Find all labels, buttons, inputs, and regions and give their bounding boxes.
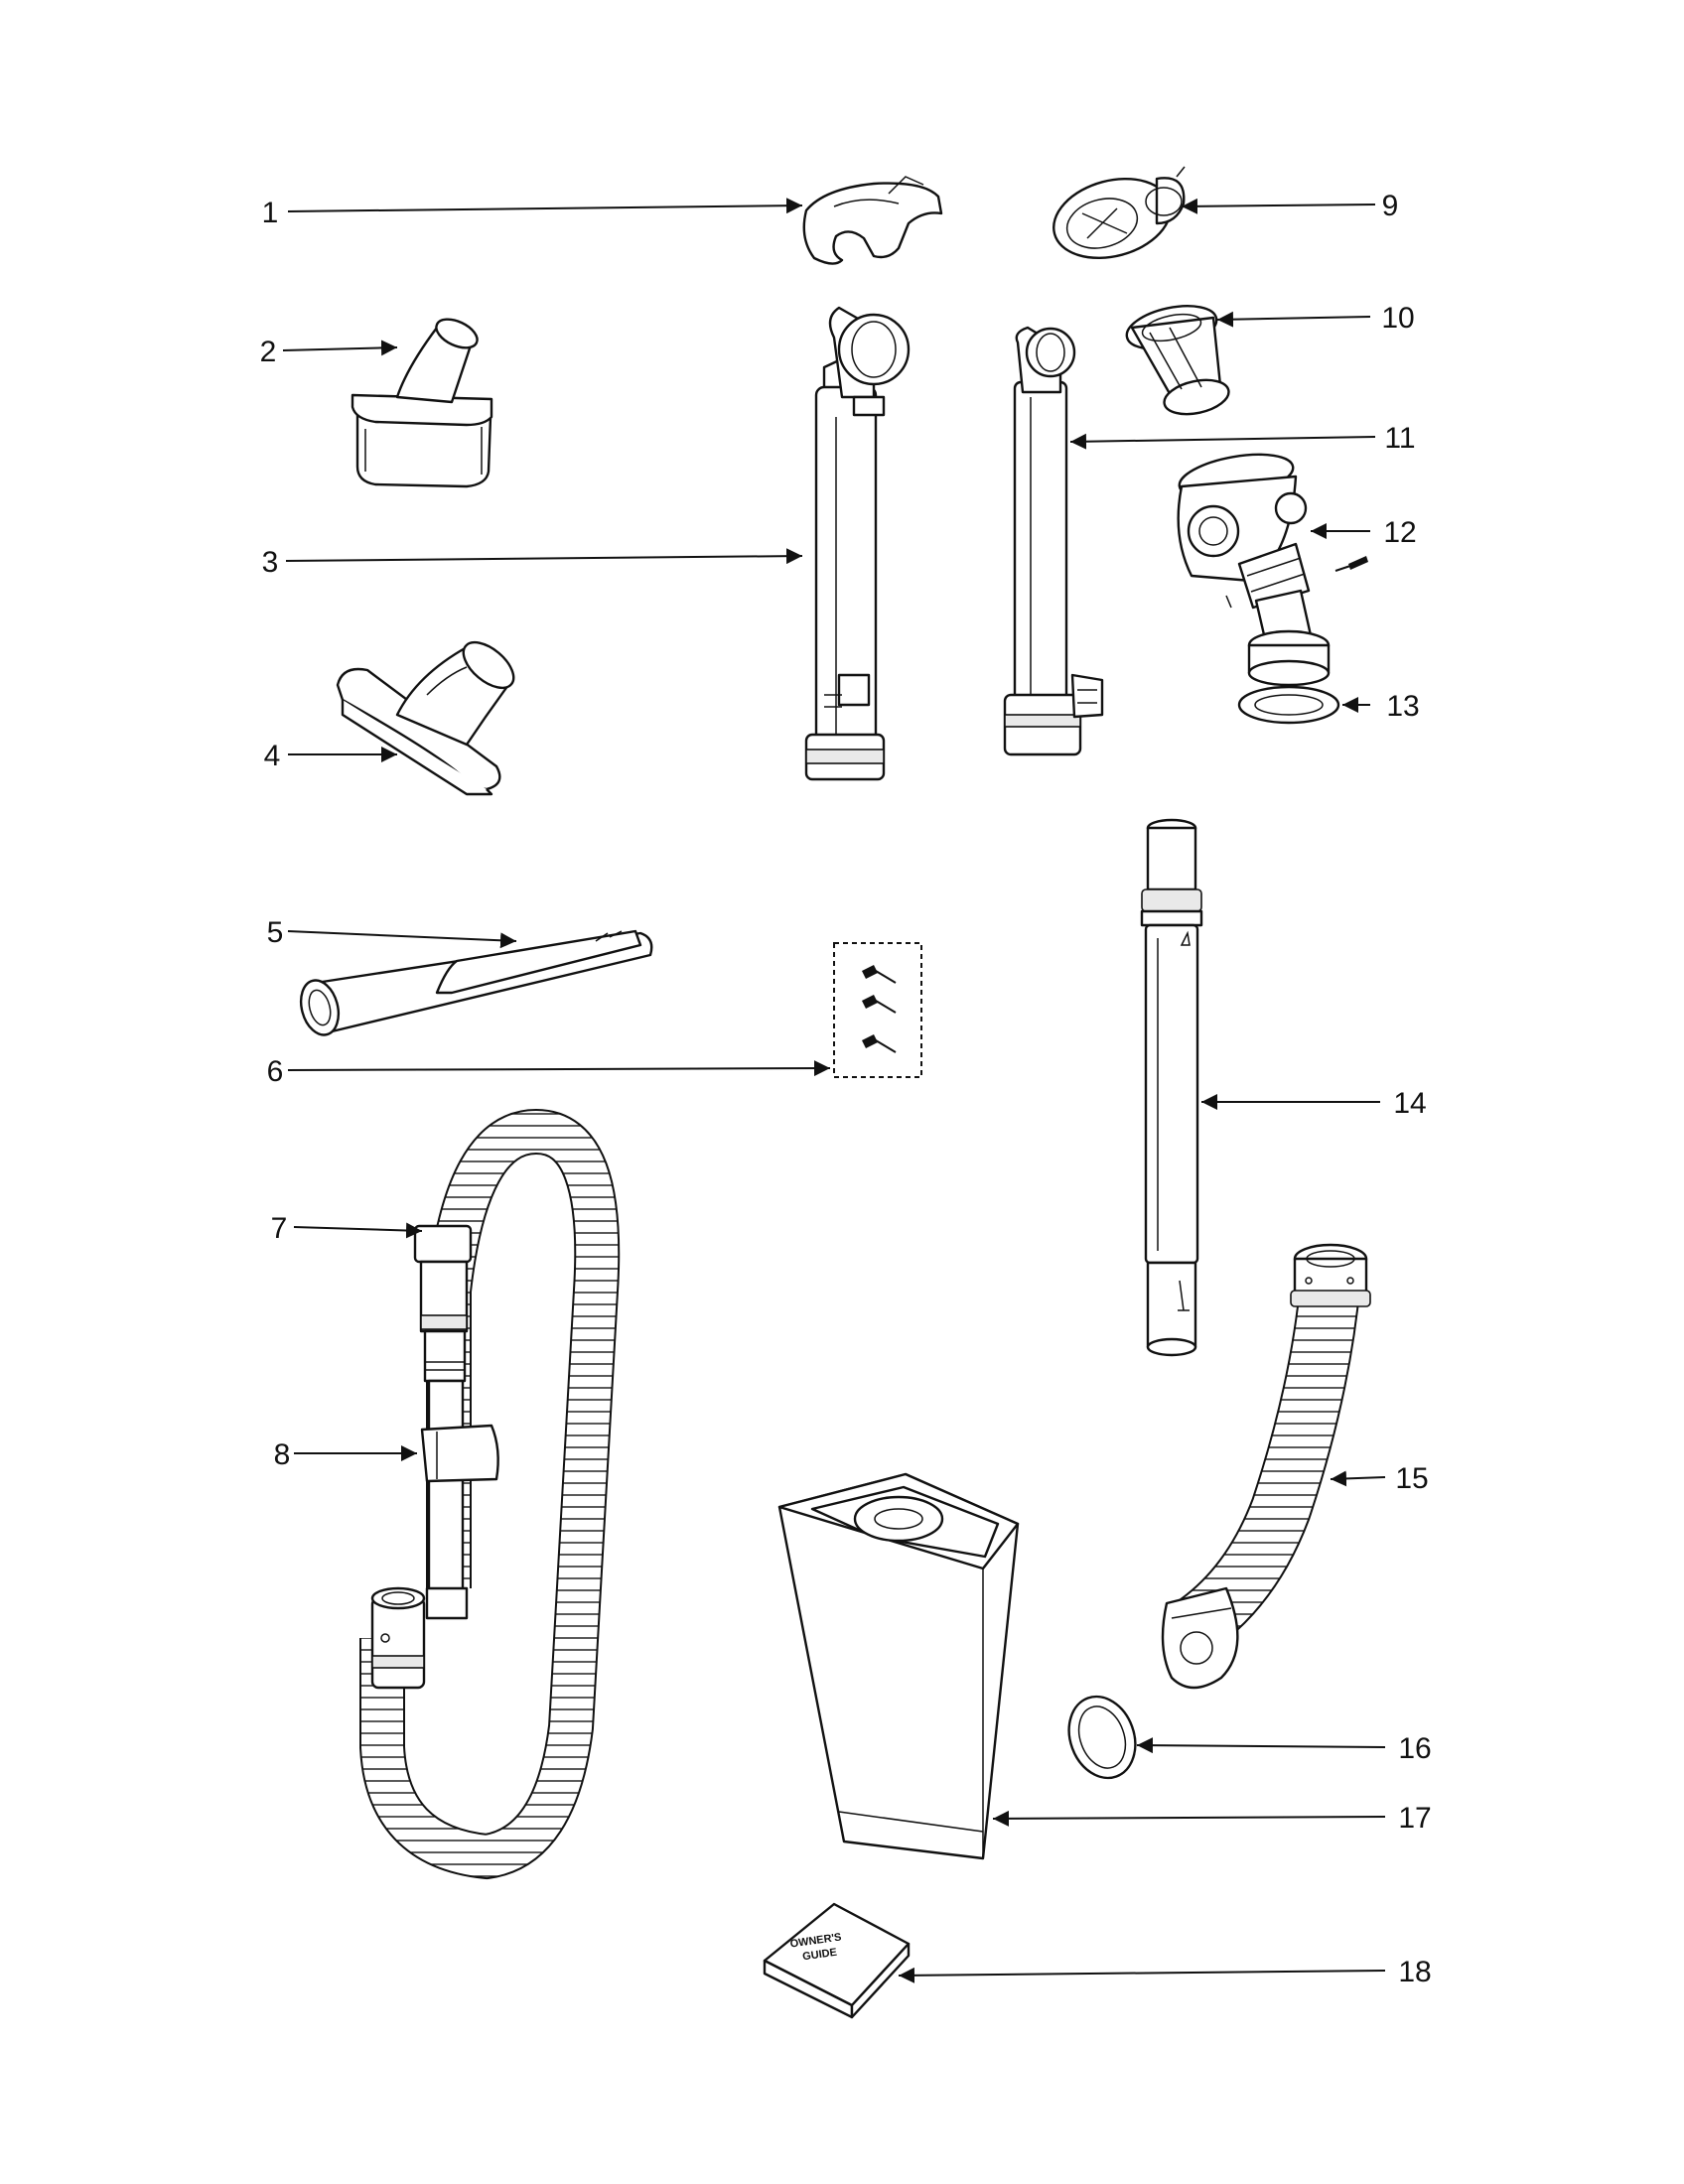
booklet-title-line-2: GUIDE	[801, 1947, 837, 1964]
leader-16	[1136, 1737, 1386, 1754]
part-12-elbow-drawing	[1177, 453, 1368, 687]
callout-13: 13	[1386, 690, 1419, 723]
part-18-booklet-drawing: OWNER'S GUIDE	[763, 1902, 911, 2019]
leader-7	[293, 1222, 423, 1239]
callout-16: 16	[1398, 1732, 1431, 1765]
part-11-right-wand-drawing	[1003, 326, 1104, 756]
callout-10: 10	[1381, 302, 1414, 335]
part-7-8-hose-drawing	[359, 1108, 621, 1880]
leader-1	[287, 198, 803, 214]
callout-6: 6	[267, 1055, 284, 1088]
part-16-band-drawing	[1067, 1695, 1137, 1780]
leader-11	[1069, 433, 1376, 450]
leader-3	[285, 548, 803, 565]
leader-5	[287, 930, 517, 949]
callout-1: 1	[262, 197, 279, 229]
leader-15	[1330, 1470, 1386, 1487]
callout-5: 5	[267, 916, 284, 949]
callout-2: 2	[260, 336, 277, 368]
callout-3: 3	[262, 546, 279, 579]
part-13-ring-drawing	[1237, 685, 1340, 725]
callout-18: 18	[1398, 1956, 1431, 1988]
part-3-left-wand-drawing	[804, 306, 911, 781]
part-2-upholstery-tool-drawing	[351, 318, 493, 488]
callout-12: 12	[1383, 516, 1416, 549]
screw-2	[862, 995, 897, 1014]
part-12-screw	[1334, 556, 1368, 572]
callout-labels: 1 2 3 4 5 6 7 8 9 10 11 12 13 14 15 16 1…	[260, 190, 1432, 1988]
screw-1	[862, 965, 897, 984]
screw-3	[862, 1034, 897, 1053]
callout-8: 8	[274, 1438, 291, 1471]
part-15-lower-hose-drawing	[1161, 1243, 1371, 1690]
part-6-screw-set-drawing	[833, 942, 922, 1078]
leader-17	[992, 1810, 1386, 1827]
leader-6	[287, 1060, 831, 1077]
callout-14: 14	[1393, 1087, 1426, 1120]
part-10-connector-drawing	[1125, 305, 1230, 416]
callout-17: 17	[1398, 1802, 1431, 1835]
leader-2	[282, 340, 398, 356]
part-5-crevice-tool-drawing	[299, 929, 653, 1036]
part-17-bag-drawing	[777, 1472, 1020, 1860]
leader-18	[898, 1967, 1386, 1983]
leader-10	[1216, 311, 1371, 328]
callout-7: 7	[271, 1212, 288, 1245]
callout-4: 4	[264, 740, 281, 772]
callout-9: 9	[1382, 190, 1399, 222]
part-14-extension-wand-drawing	[1140, 818, 1203, 1357]
callout-11: 11	[1384, 422, 1415, 455]
callout-15: 15	[1395, 1462, 1428, 1495]
part-9-adapter-drawing	[1052, 166, 1186, 260]
part-1-clip-drawing	[802, 176, 943, 265]
leader-lines	[282, 198, 1386, 1983]
part-4-dusting-tool-drawing	[336, 640, 515, 796]
leader-9	[1181, 198, 1376, 214]
